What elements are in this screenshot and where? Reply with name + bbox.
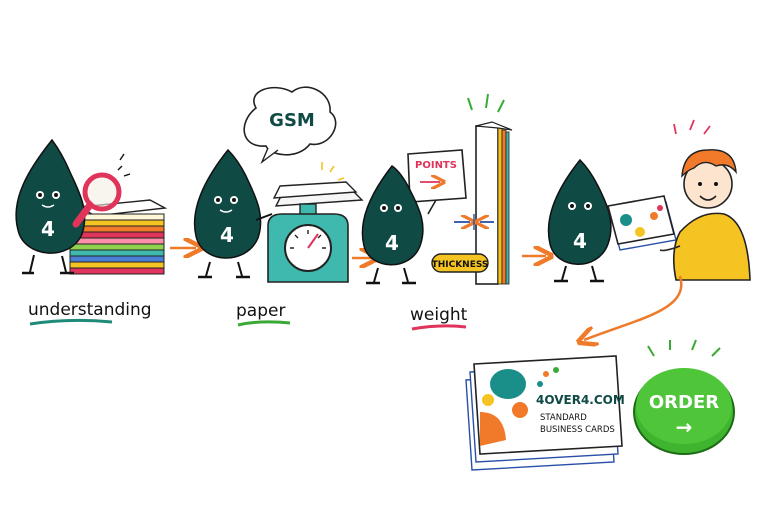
step-label-understanding: understanding (28, 300, 152, 320)
thickness-arrows-icon (454, 214, 494, 230)
mascot-measurer: 4 (361, 164, 424, 285)
step-label-weight: weight (410, 305, 468, 325)
underline-weight (411, 324, 467, 331)
mascot-number: 4 (220, 223, 234, 247)
underline-paper (237, 320, 291, 327)
points-text: POINTS (415, 160, 457, 171)
business-card-stack: 4OVER4.COM STANDARD BUSINESS CARDS (465, 355, 625, 471)
mascot-number: 4 (573, 229, 587, 253)
card-brand-text: 4OVER4.COM (536, 393, 625, 407)
points-sign: POINTS (407, 149, 467, 215)
paper-stack-colored (69, 199, 168, 275)
magnifying-glass-icon (72, 153, 131, 228)
handed-card-stack (607, 195, 677, 251)
person-receiver (659, 119, 751, 281)
card-line2-text: BUSINESS CARDS (540, 425, 615, 435)
kitchen-scale-icon (267, 162, 364, 283)
order-button-label[interactable]: ORDER (649, 392, 719, 413)
gsm-text: GSM (269, 110, 315, 131)
thickness-text: THICKNESS (432, 260, 489, 270)
underline-understanding (29, 318, 113, 326)
mascot-weigher: 4 (193, 148, 273, 279)
mascot-number: 4 (385, 231, 399, 255)
mascot-giver: 4 (547, 158, 612, 283)
thickness-tag: THICKNESS (431, 253, 489, 273)
paper-sheet-edge (467, 93, 513, 285)
speech-bubble: GSM (243, 86, 337, 165)
mascot-inspector: 4 (15, 138, 86, 275)
arrow-right-icon[interactable]: → (676, 415, 693, 439)
card-line1-text: STANDARD (540, 413, 587, 423)
flow-arrow-4 (584, 275, 683, 340)
order-button[interactable]: ORDER → (633, 339, 735, 455)
step-label-paper: paper (236, 301, 285, 321)
mascot-number: 4 (41, 217, 55, 241)
